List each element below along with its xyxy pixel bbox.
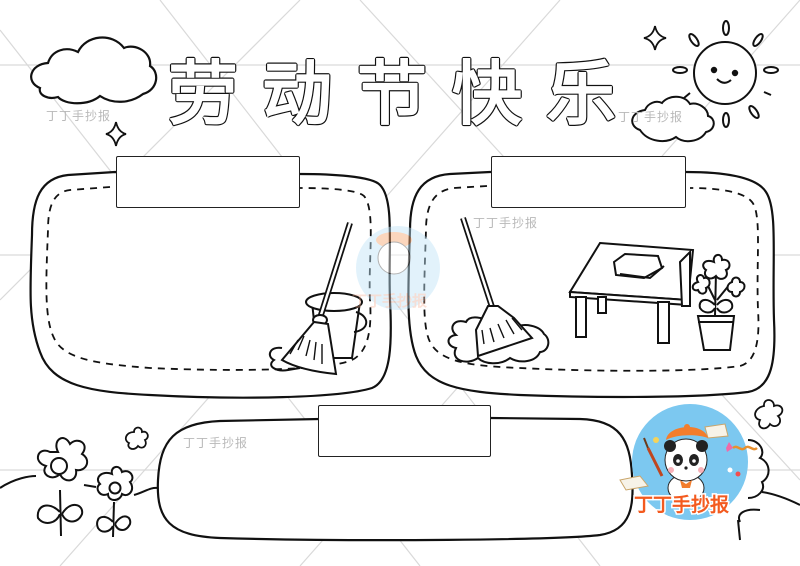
table-illustration — [568, 241, 695, 344]
svg-text:快: 快 — [452, 53, 523, 135]
flower-icon — [96, 466, 134, 538]
panel-top-left-label[interactable] — [116, 156, 300, 208]
panda-mascot — [643, 424, 708, 503]
panel-top-right-label[interactable] — [491, 156, 686, 208]
flower-icon — [36, 437, 89, 537]
svg-text:丁丁手抄报: 丁丁手抄报 — [352, 292, 427, 310]
cloud-icon — [631, 95, 715, 143]
watermark-text: 丁丁手抄报 — [46, 109, 112, 123]
panel-bottom-label[interactable] — [318, 405, 491, 457]
small-flower-icon — [754, 399, 784, 430]
sparkle-icon — [643, 25, 667, 51]
ground-line — [761, 491, 800, 506]
sparkle-icon — [105, 121, 127, 147]
small-flower-icon — [124, 426, 149, 450]
watermark-text: 丁丁手抄报 — [618, 110, 684, 124]
svg-text:动: 动 — [262, 53, 332, 135]
sprout-icon — [737, 508, 761, 541]
page-title: 劳 动 节 快 乐 — [167, 52, 617, 136]
bush-icon — [747, 439, 770, 499]
svg-text:乐: 乐 — [546, 53, 616, 135]
panel-top-right-dashes — [423, 185, 760, 372]
ground-line — [0, 475, 159, 496]
broom-illustration — [447, 217, 550, 365]
watermark-text: 丁丁手抄报 — [473, 216, 539, 230]
flowerpot-illustration — [691, 254, 746, 351]
cloud-icon — [30, 36, 158, 105]
mop-bucket-illustration — [268, 222, 368, 376]
logo-badge: 丁丁手抄报 — [619, 404, 758, 520]
svg-text:劳: 劳 — [168, 53, 238, 135]
ghost-logo-watermark: 丁丁手抄报 — [352, 226, 440, 310]
panel-bottom-frame — [156, 416, 634, 542]
logo-badge-text: 丁丁手抄报 — [634, 493, 729, 516]
sun-icon — [672, 20, 779, 128]
svg-text:节: 节 — [357, 53, 427, 135]
watermark-text: 丁丁手抄报 — [183, 436, 249, 450]
